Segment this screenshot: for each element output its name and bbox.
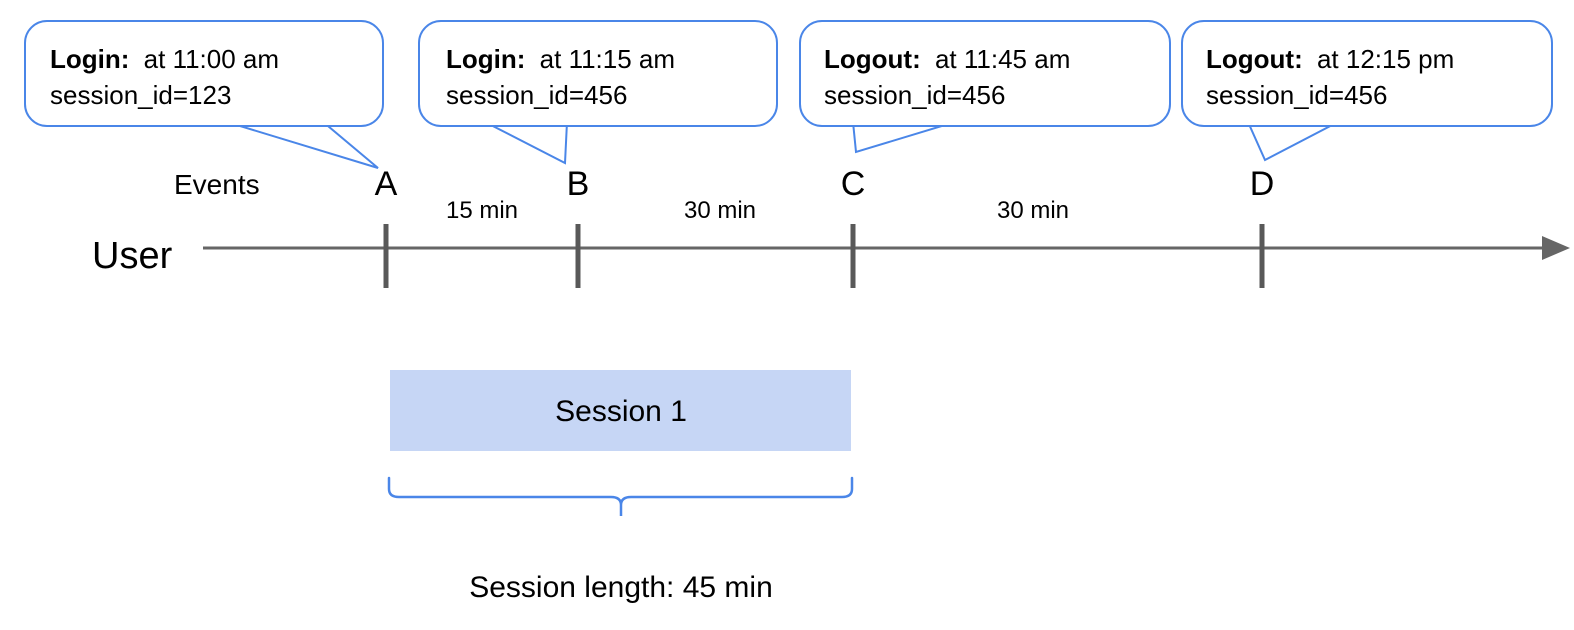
callout-event-time-b: at 11:15 am — [540, 44, 675, 74]
callout-event-a[interactable]: Login: at 11:00 am session_id=123 — [24, 20, 384, 169]
event-letter-c: C — [841, 165, 866, 203]
callout-event-time-a: at 11:00 am — [144, 44, 279, 74]
timeline-axis — [203, 224, 1570, 288]
callout-event-time-d: at 12:15 pm — [1317, 44, 1454, 74]
callout-session-id-d: session_id=456 — [1206, 80, 1387, 110]
callout-line1-d: Logout: at 12:15 pm — [1206, 44, 1454, 74]
callout-line1-b: Login: at 11:15 am — [446, 44, 675, 74]
callout-event-type-d: Logout: — [1206, 44, 1303, 74]
callout-session-id-c: session_id=456 — [824, 80, 1005, 110]
events-row-label: Events — [174, 169, 260, 200]
callout-bubble-c — [799, 20, 1171, 127]
callout-line1-a: Login: at 11:00 am — [50, 44, 279, 74]
callout-event-c[interactable]: Logout: at 11:45 am session_id=456 — [799, 20, 1171, 154]
session-bar-label: Session 1 — [555, 395, 687, 428]
session-span-brace — [387, 476, 854, 516]
session-bar — [390, 370, 851, 451]
callout-event-type-a: Login: — [50, 44, 129, 74]
interval-label-c-d: 30 min — [997, 197, 1069, 224]
callout-event-b[interactable]: Login: at 11:15 am session_id=456 — [418, 20, 778, 165]
event-letter-a: A — [375, 165, 398, 203]
session-bar-group[interactable]: Session 1 — [390, 370, 851, 451]
session-length-caption: Session length: 45 min — [469, 571, 773, 604]
callout-line1-c: Logout: at 11:45 am — [824, 44, 1070, 74]
interval-label-a-b: 15 min — [446, 197, 518, 224]
event-letter-d: D — [1250, 165, 1275, 203]
callout-bubble-b — [418, 20, 778, 127]
callout-tail-d — [1246, 121, 1339, 162]
interval-label-b-c: 30 min — [684, 197, 756, 224]
callout-bubble-d — [1181, 20, 1553, 127]
callout-event-time-c: at 11:45 am — [935, 44, 1070, 74]
axis-arrowhead-icon — [1542, 236, 1570, 260]
callout-tail-a — [239, 119, 379, 169]
callout-bubble-a — [24, 20, 384, 127]
user-row-label: User — [92, 235, 173, 277]
callout-tail-b — [484, 121, 569, 165]
callout-session-id-b: session_id=456 — [446, 80, 627, 110]
callout-event-type-c: Logout: — [824, 44, 921, 74]
event-letter-b: B — [567, 165, 590, 203]
callout-session-id-a: session_id=123 — [50, 80, 231, 110]
callout-event-d[interactable]: Logout: at 12:15 pm session_id=456 — [1181, 20, 1553, 162]
callout-event-type-b: Login: — [446, 44, 525, 74]
